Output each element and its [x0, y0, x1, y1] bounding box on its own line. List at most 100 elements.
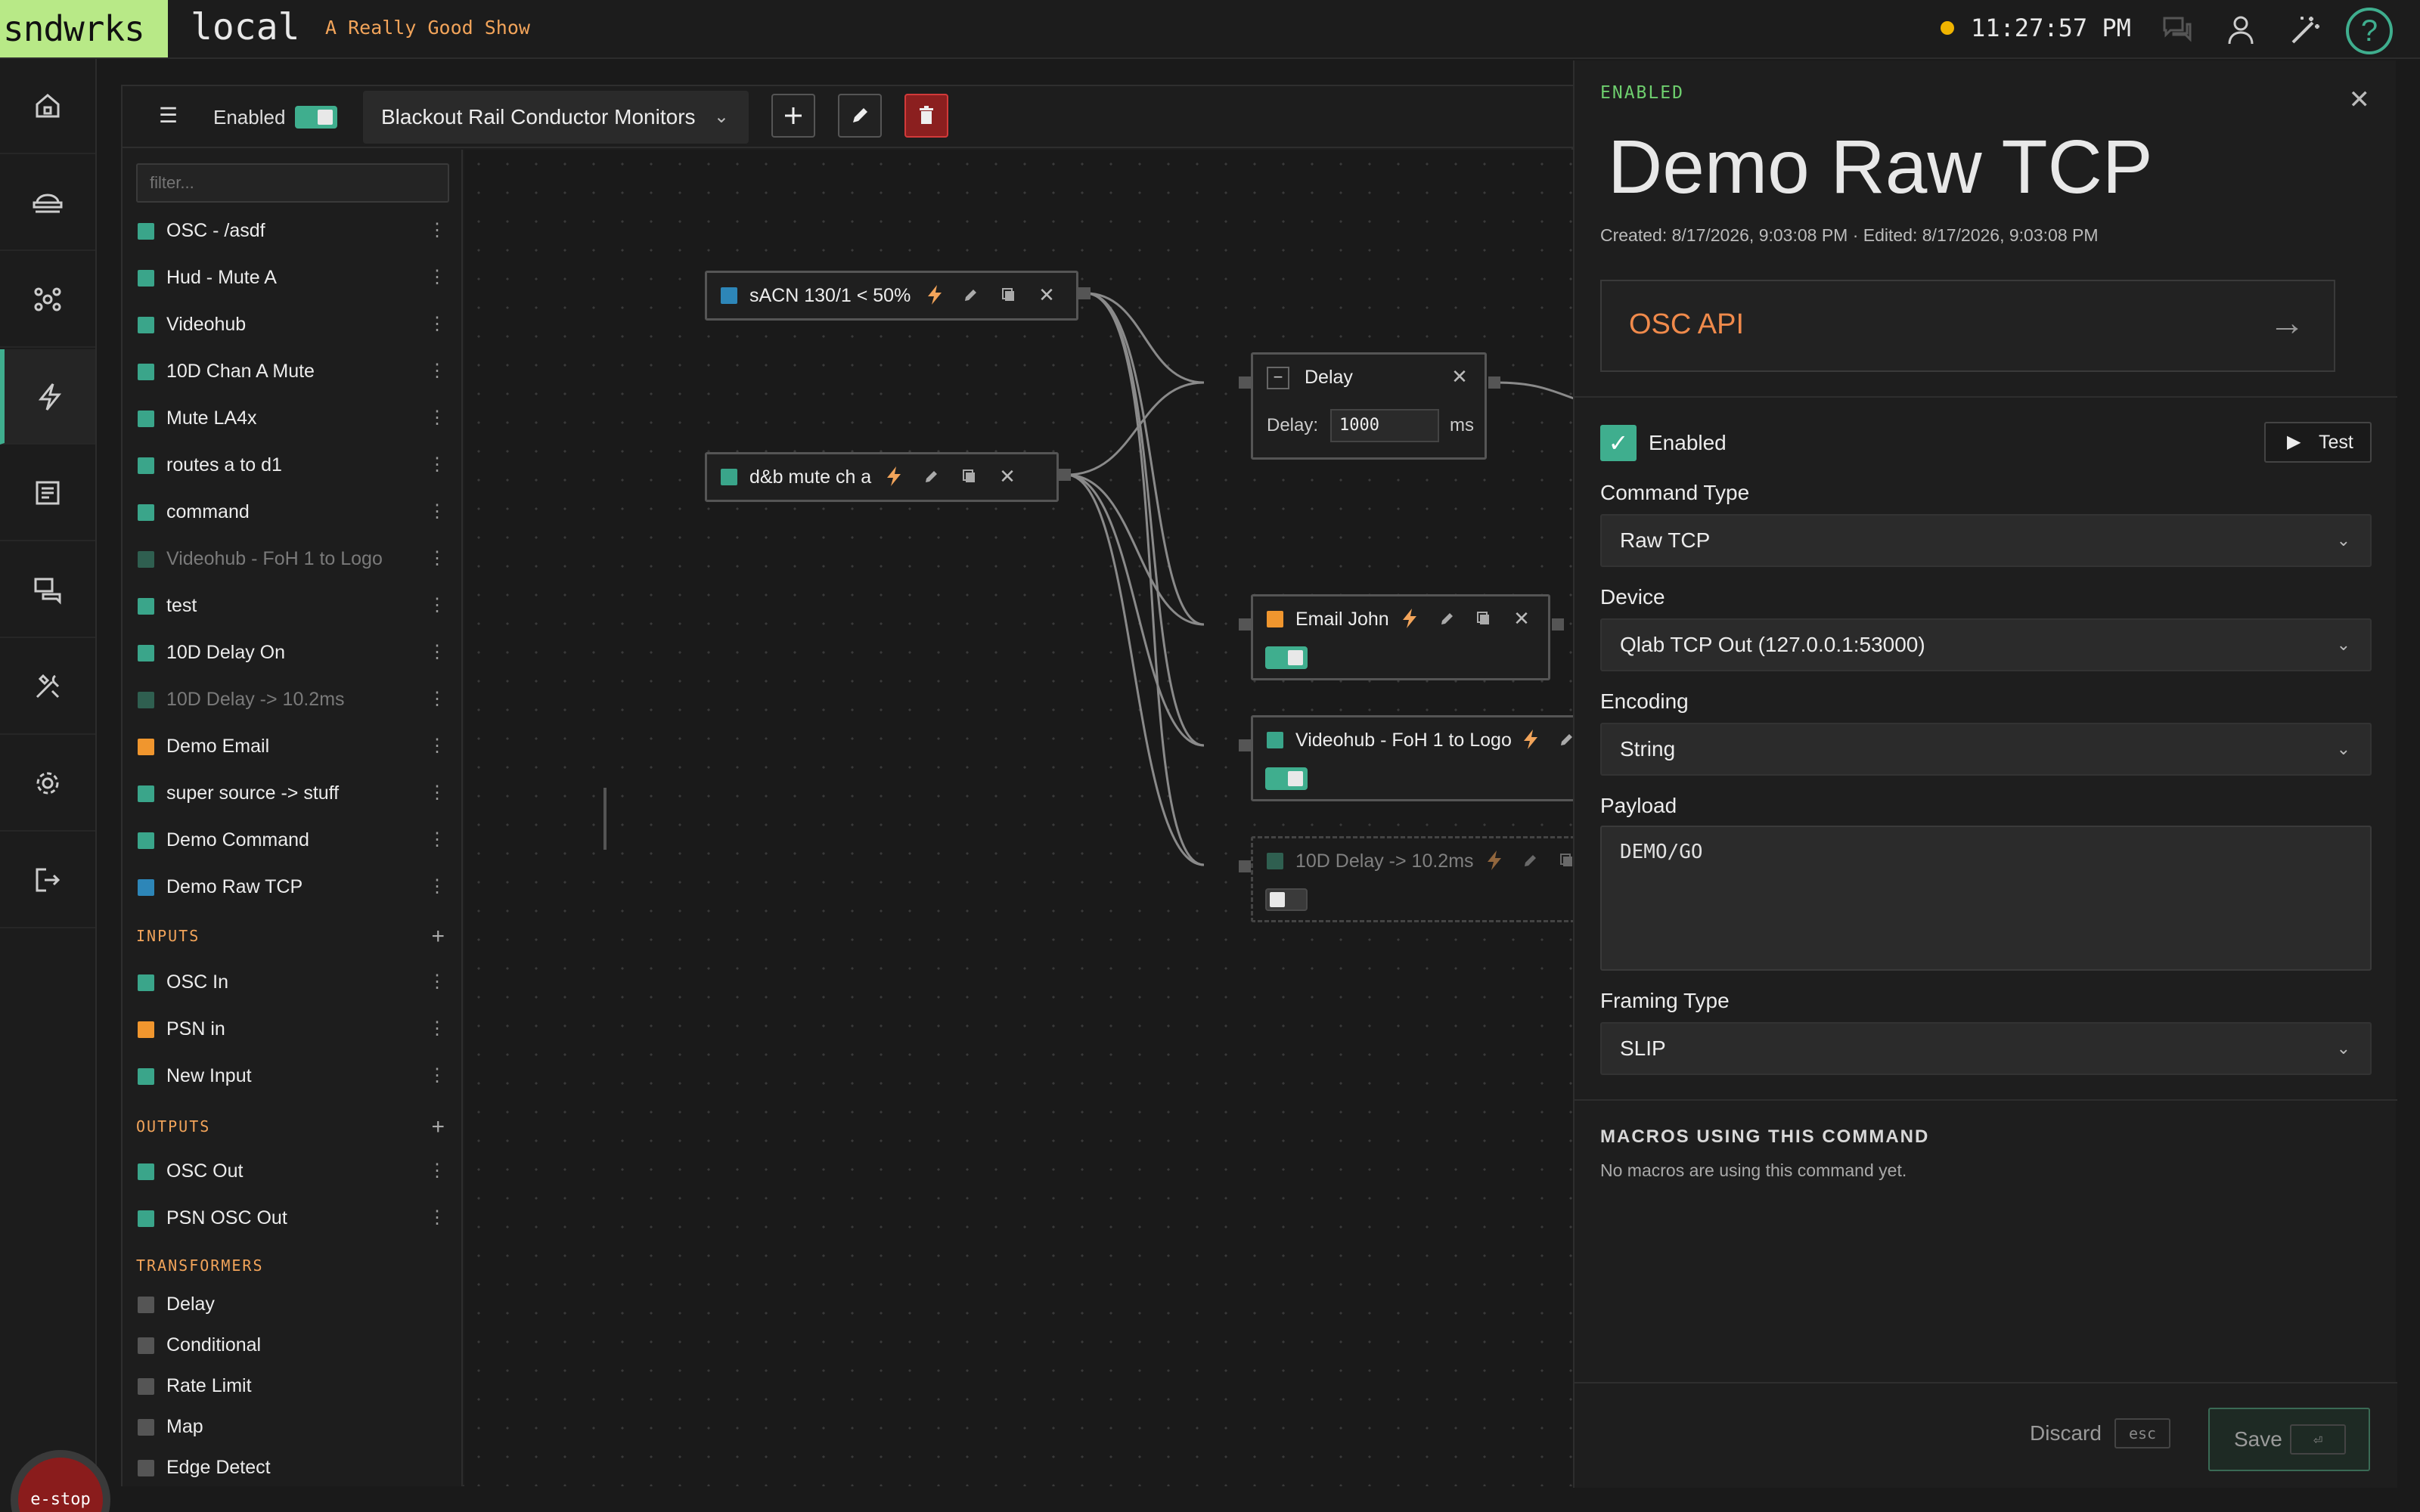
- input-port[interactable]: [1239, 860, 1251, 872]
- lightning-icon[interactable]: [1519, 728, 1542, 751]
- delay-transformer-node[interactable]: − Delay ✕ Delay: 1000 ms: [1251, 352, 1487, 460]
- command-item[interactable]: routes a to d1⋮: [138, 445, 455, 485]
- kebab-menu-icon[interactable]: ⋮: [428, 689, 446, 709]
- macro-enabled-toggle[interactable]: [295, 106, 337, 129]
- device-select[interactable]: Qlab TCP Out (127.0.0.1:53000)⌄: [1600, 618, 2372, 671]
- kebab-menu-icon[interactable]: ⋮: [428, 971, 446, 992]
- macro-select[interactable]: Blackout Rail Conductor Monitors ⌄: [363, 91, 749, 144]
- add-input-button[interactable]: +: [431, 924, 445, 949]
- command-item[interactable]: test⋮: [138, 585, 455, 626]
- kebab-menu-icon[interactable]: ⋮: [428, 407, 446, 428]
- output-port[interactable]: [1059, 469, 1071, 481]
- nav-network[interactable]: [0, 253, 95, 348]
- chat-icon[interactable]: [2160, 12, 2195, 47]
- nav-devices[interactable]: [0, 156, 95, 251]
- command-type-select[interactable]: Raw TCP⌄: [1600, 514, 2372, 567]
- delete-macro-button[interactable]: [904, 94, 948, 138]
- command-item[interactable]: Demo Raw TCP⋮: [138, 866, 455, 907]
- transformer-item[interactable]: Edge Detect: [138, 1447, 455, 1488]
- test-button[interactable]: ▶Test: [2264, 422, 2372, 463]
- transformer-item[interactable]: Conditional: [138, 1325, 455, 1365]
- kebab-menu-icon[interactable]: ⋮: [428, 501, 446, 522]
- enabled-checkbox[interactable]: ✓: [1600, 425, 1637, 461]
- kebab-menu-icon[interactable]: ⋮: [428, 1207, 446, 1228]
- add-output-button[interactable]: +: [431, 1114, 445, 1139]
- nav-messages[interactable]: [0, 543, 95, 638]
- kebab-menu-icon[interactable]: ⋮: [428, 642, 446, 662]
- node-enabled-toggle[interactable]: [1265, 888, 1308, 911]
- input-port[interactable]: [1239, 618, 1251, 631]
- kebab-menu-icon[interactable]: ⋮: [428, 1160, 446, 1181]
- close-icon[interactable]: ✕: [1513, 606, 1530, 630]
- command-item[interactable]: Mute LA4x⋮: [138, 398, 455, 438]
- command-item[interactable]: 10D Delay -> 10.2ms⋮: [138, 679, 455, 720]
- kebab-menu-icon[interactable]: ⋮: [428, 454, 446, 475]
- e-stop-button[interactable]: e-stop: [11, 1450, 110, 1512]
- output-item[interactable]: PSN OSC Out⋮: [138, 1198, 455, 1238]
- edit-macro-button[interactable]: [838, 94, 882, 138]
- nav-macros[interactable]: [0, 349, 95, 445]
- kebab-menu-icon[interactable]: ⋮: [428, 829, 446, 850]
- show-name[interactable]: A Really Good Show: [325, 17, 530, 39]
- nav-logout[interactable]: [0, 833, 95, 928]
- command-item[interactable]: super source -> stuff⋮: [138, 773, 455, 813]
- input-item[interactable]: PSN in⋮: [138, 1009, 455, 1049]
- output-item[interactable]: OSC Out⋮: [138, 1151, 455, 1191]
- action-node-videohub[interactable]: Videohub - FoH 1 to Logo ✕: [1251, 715, 1575, 801]
- trigger-node-dnb[interactable]: d&b mute ch a ✕: [705, 452, 1059, 502]
- node-enabled-toggle[interactable]: [1265, 767, 1308, 790]
- copy-icon[interactable]: [1556, 849, 1575, 872]
- lightning-icon[interactable]: [883, 465, 905, 488]
- command-item[interactable]: command⋮: [138, 491, 455, 532]
- delay-ms-input[interactable]: 1000: [1330, 409, 1439, 442]
- trigger-node-sacn[interactable]: sACN 130/1 < 50% ✕: [705, 271, 1078, 321]
- close-icon[interactable]: ✕: [1451, 364, 1468, 388]
- kebab-menu-icon[interactable]: ⋮: [428, 314, 446, 334]
- kebab-menu-icon[interactable]: ⋮: [428, 361, 446, 381]
- pencil-icon[interactable]: [1556, 728, 1575, 751]
- transformer-item[interactable]: Delay: [138, 1284, 455, 1325]
- kebab-menu-icon[interactable]: ⋮: [428, 220, 446, 240]
- collapse-button[interactable]: −: [1267, 367, 1289, 389]
- input-item[interactable]: OSC In⋮: [138, 962, 455, 1002]
- discard-button[interactable]: Discard: [2030, 1421, 2102, 1445]
- transformer-item[interactable]: Map: [138, 1406, 455, 1447]
- close-icon[interactable]: ✕: [1038, 283, 1055, 306]
- save-button[interactable]: Save ⏎: [2208, 1408, 2370, 1471]
- command-item[interactable]: Demo Email⋮: [138, 726, 455, 767]
- transformer-item[interactable]: Rate Limit: [138, 1365, 455, 1406]
- kebab-menu-icon[interactable]: ⋮: [428, 782, 446, 803]
- action-node-10d-delay[interactable]: 10D Delay -> 10.2ms ✕: [1251, 836, 1575, 922]
- kebab-menu-icon[interactable]: ⋮: [428, 595, 446, 615]
- nav-tools[interactable]: [0, 640, 95, 735]
- command-item[interactable]: 10D Chan A Mute⋮: [138, 351, 455, 392]
- command-item[interactable]: 10D Delay On⋮: [138, 632, 455, 673]
- menu-icon[interactable]: ☰: [159, 104, 178, 127]
- input-port[interactable]: [1239, 739, 1251, 751]
- command-item[interactable]: Demo Command⋮: [138, 820, 455, 860]
- pencil-icon[interactable]: [920, 465, 943, 488]
- lightning-icon[interactable]: [1483, 849, 1506, 872]
- magic-wand-icon[interactable]: [2287, 12, 2322, 47]
- output-port[interactable]: [1552, 618, 1564, 631]
- command-item[interactable]: Videohub - FoH 1 to Logo⋮: [138, 538, 455, 579]
- kebab-menu-icon[interactable]: ⋮: [428, 876, 446, 897]
- copy-icon[interactable]: [1472, 607, 1495, 630]
- filter-input[interactable]: [136, 163, 449, 203]
- osc-api-link[interactable]: OSC API →: [1600, 280, 2335, 372]
- close-panel-button[interactable]: ✕: [2348, 85, 2371, 114]
- lightning-icon[interactable]: [1398, 607, 1421, 630]
- action-node-email[interactable]: Email John ✕: [1251, 594, 1550, 680]
- pencil-icon[interactable]: [1436, 607, 1459, 630]
- resize-handle[interactable]: [603, 788, 607, 850]
- encoding-select[interactable]: String⌄: [1600, 723, 2372, 776]
- close-icon[interactable]: ✕: [999, 464, 1016, 488]
- payload-textarea[interactable]: DEMO/GO: [1600, 826, 2372, 971]
- command-item[interactable]: Hud - Mute A⋮: [138, 257, 455, 298]
- kebab-menu-icon[interactable]: ⋮: [428, 267, 446, 287]
- kebab-menu-icon[interactable]: ⋮: [428, 736, 446, 756]
- command-item[interactable]: Videohub⋮: [138, 304, 455, 345]
- brand-logo[interactable]: sndwrks: [0, 0, 168, 57]
- input-port[interactable]: [1239, 376, 1251, 389]
- framing-type-select[interactable]: SLIP⌄: [1600, 1022, 2372, 1075]
